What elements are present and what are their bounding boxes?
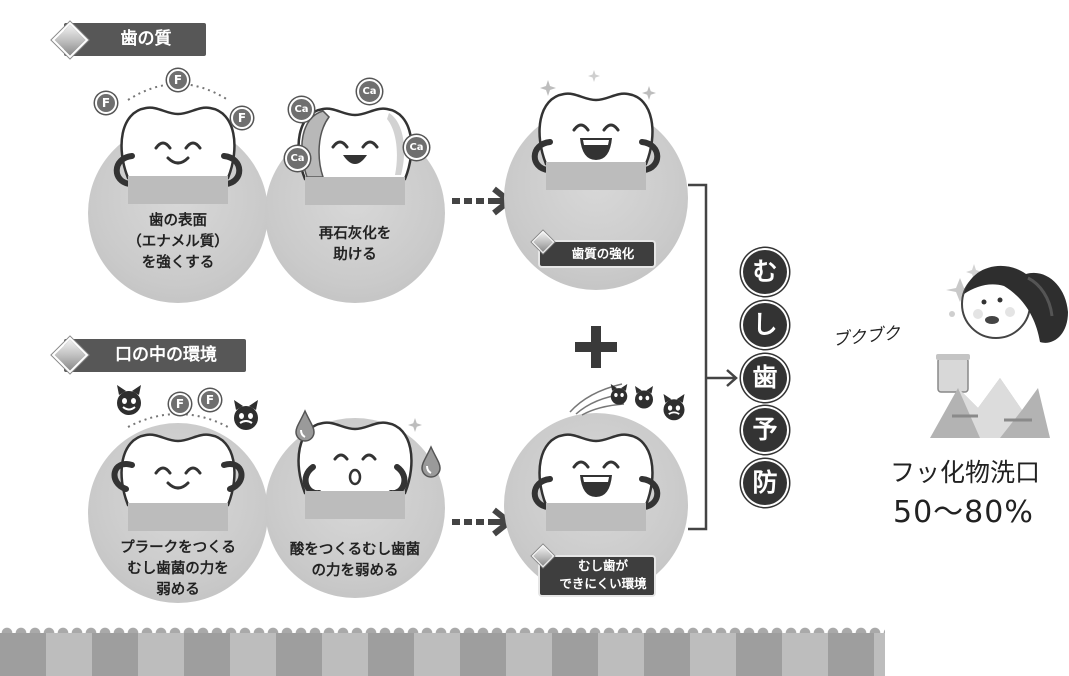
sparkle-icon bbox=[642, 86, 656, 100]
fluoride-badge: F bbox=[169, 393, 191, 415]
caption-line: 歯の表面 bbox=[149, 213, 207, 229]
mouthwash-name: フッ化物洗口 bbox=[890, 458, 1041, 487]
tooth-character-icon bbox=[111, 413, 245, 531]
calcium-badge: Ca bbox=[289, 97, 314, 122]
section-label-text: 口の中の環境 bbox=[115, 345, 217, 365]
tooth-character-icon bbox=[113, 83, 243, 204]
result-tag-strengthening: 歯質の強化 bbox=[538, 240, 656, 268]
goal-char: む bbox=[743, 250, 787, 294]
fluoride-badge: F bbox=[231, 107, 253, 129]
gargle-sound-text: ブクブク bbox=[831, 323, 902, 351]
circle-caption: プラークをつくる むし歯菌の力を 弱める bbox=[88, 538, 268, 601]
result-tag-environment: むし歯が できにくい環境 bbox=[538, 555, 656, 597]
section-label-oral-environment: 口の中の環境 bbox=[64, 339, 246, 372]
sparkle-icon bbox=[588, 70, 600, 82]
caption-line: むし歯菌の力を bbox=[127, 561, 229, 577]
germ-devil-icon bbox=[234, 400, 258, 430]
tooth-character-icon bbox=[531, 92, 661, 190]
girl-gargling-icon bbox=[930, 264, 1068, 438]
tooth-character-icon bbox=[297, 421, 413, 519]
germ-devil-icon bbox=[117, 385, 141, 415]
fluoride-badge: F bbox=[199, 389, 221, 411]
bracket-arrow-icon bbox=[688, 183, 738, 531]
circle-caption: 歯の表面 （エナメル質） を強くする bbox=[88, 211, 268, 274]
enamel-strengthen-circle: 歯の表面 （エナメル質） を強くする bbox=[88, 83, 268, 303]
fluoride-badge: F bbox=[167, 69, 189, 91]
goal-char: 予 bbox=[743, 408, 787, 452]
caption-line: 酸をつくるむし歯菌 bbox=[289, 542, 421, 558]
acid-drop-icon bbox=[421, 445, 441, 478]
calcium-badge: Ca bbox=[285, 146, 310, 171]
fluoride-badge: F bbox=[95, 92, 117, 114]
section-label-text: 歯の質 bbox=[120, 29, 172, 49]
germ-devil-icon bbox=[635, 386, 653, 409]
decorative-striped-band bbox=[0, 633, 885, 676]
plus-icon bbox=[591, 326, 601, 368]
calcium-badge: Ca bbox=[357, 79, 382, 104]
caption-line: （エナメル質） bbox=[127, 234, 229, 250]
result-tag-text: できにくい環境 bbox=[559, 576, 647, 591]
goal-char: し bbox=[743, 303, 787, 347]
caption-line: プラークをつくる bbox=[120, 540, 236, 556]
result-tag-text: 歯質の強化 bbox=[571, 246, 635, 261]
tooth-character-icon bbox=[531, 433, 661, 531]
calcium-badge: Ca bbox=[404, 135, 429, 160]
goal-char: 防 bbox=[743, 461, 787, 505]
tooth-strengthened-circle bbox=[504, 92, 688, 290]
sparkle-icon bbox=[540, 80, 556, 96]
caption-line: の力を弱める bbox=[311, 563, 399, 579]
goal-char: 歯 bbox=[743, 356, 787, 400]
caption-line: を強くする bbox=[141, 255, 215, 271]
mouthwash-prevention-rate: 50〜80% bbox=[893, 495, 1034, 530]
caption-line: 再石灰化を bbox=[318, 226, 392, 242]
acid-bacteria-circle: 酸をつくるむし歯菌 の力を弱める bbox=[265, 418, 445, 598]
result-tag-text: むし歯が bbox=[577, 558, 628, 573]
germ-devil-icon bbox=[610, 384, 628, 405]
circle-caption: 再石灰化を 助ける bbox=[265, 224, 445, 266]
circle-caption: 酸をつくるむし歯菌 の力を弱める bbox=[265, 540, 445, 582]
plaque-bacteria-circle: プラークをつくる むし歯菌の力を 弱める bbox=[88, 413, 268, 603]
sparkle-icon bbox=[408, 418, 422, 432]
caption-line: 弱める bbox=[156, 582, 200, 598]
germ-devil-icon bbox=[663, 394, 685, 421]
acid-drop-icon bbox=[295, 409, 315, 442]
caption-line: 助ける bbox=[333, 247, 377, 263]
